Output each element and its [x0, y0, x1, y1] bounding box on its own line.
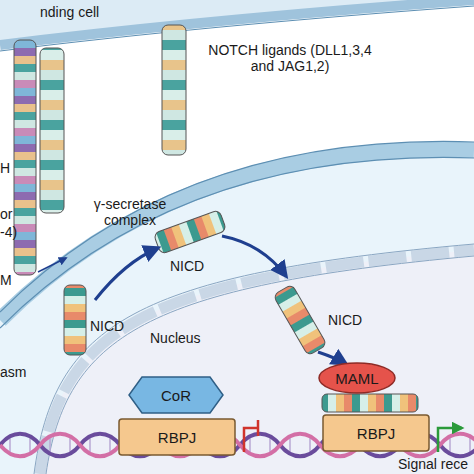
receptor-label-fragment: or [0, 206, 14, 222]
node-text: RBPJ [158, 429, 196, 446]
receptor-label-fragment: H [0, 160, 14, 176]
protein-label: NICD [170, 258, 220, 274]
maml-ellipse: MAML [318, 362, 396, 394]
rbpj-box: RBPJ [118, 418, 236, 456]
node-text: MAML [335, 370, 378, 387]
enzyme-label: γ-secretase complex [80, 196, 180, 228]
compartment-label: asm [0, 364, 40, 380]
rbpj-box: RBPJ [322, 414, 430, 452]
cell-label: nding cell [40, 4, 150, 20]
domain-label: M [0, 272, 14, 288]
protein-label: NICD [90, 318, 140, 334]
node-text: CoR [161, 387, 191, 404]
protein-label: NICD [328, 312, 378, 328]
corepressor-hexagon: CoR [128, 376, 224, 414]
receptor-label-fragment: -4) [0, 224, 14, 240]
cell-label: Signal rece [398, 456, 474, 472]
compartment-label: Nucleus [150, 330, 230, 346]
ligand-label: NOTCH ligands (DLL1,3,4 and JAG1,2) [200, 42, 380, 74]
node-text: RBPJ [357, 425, 395, 442]
